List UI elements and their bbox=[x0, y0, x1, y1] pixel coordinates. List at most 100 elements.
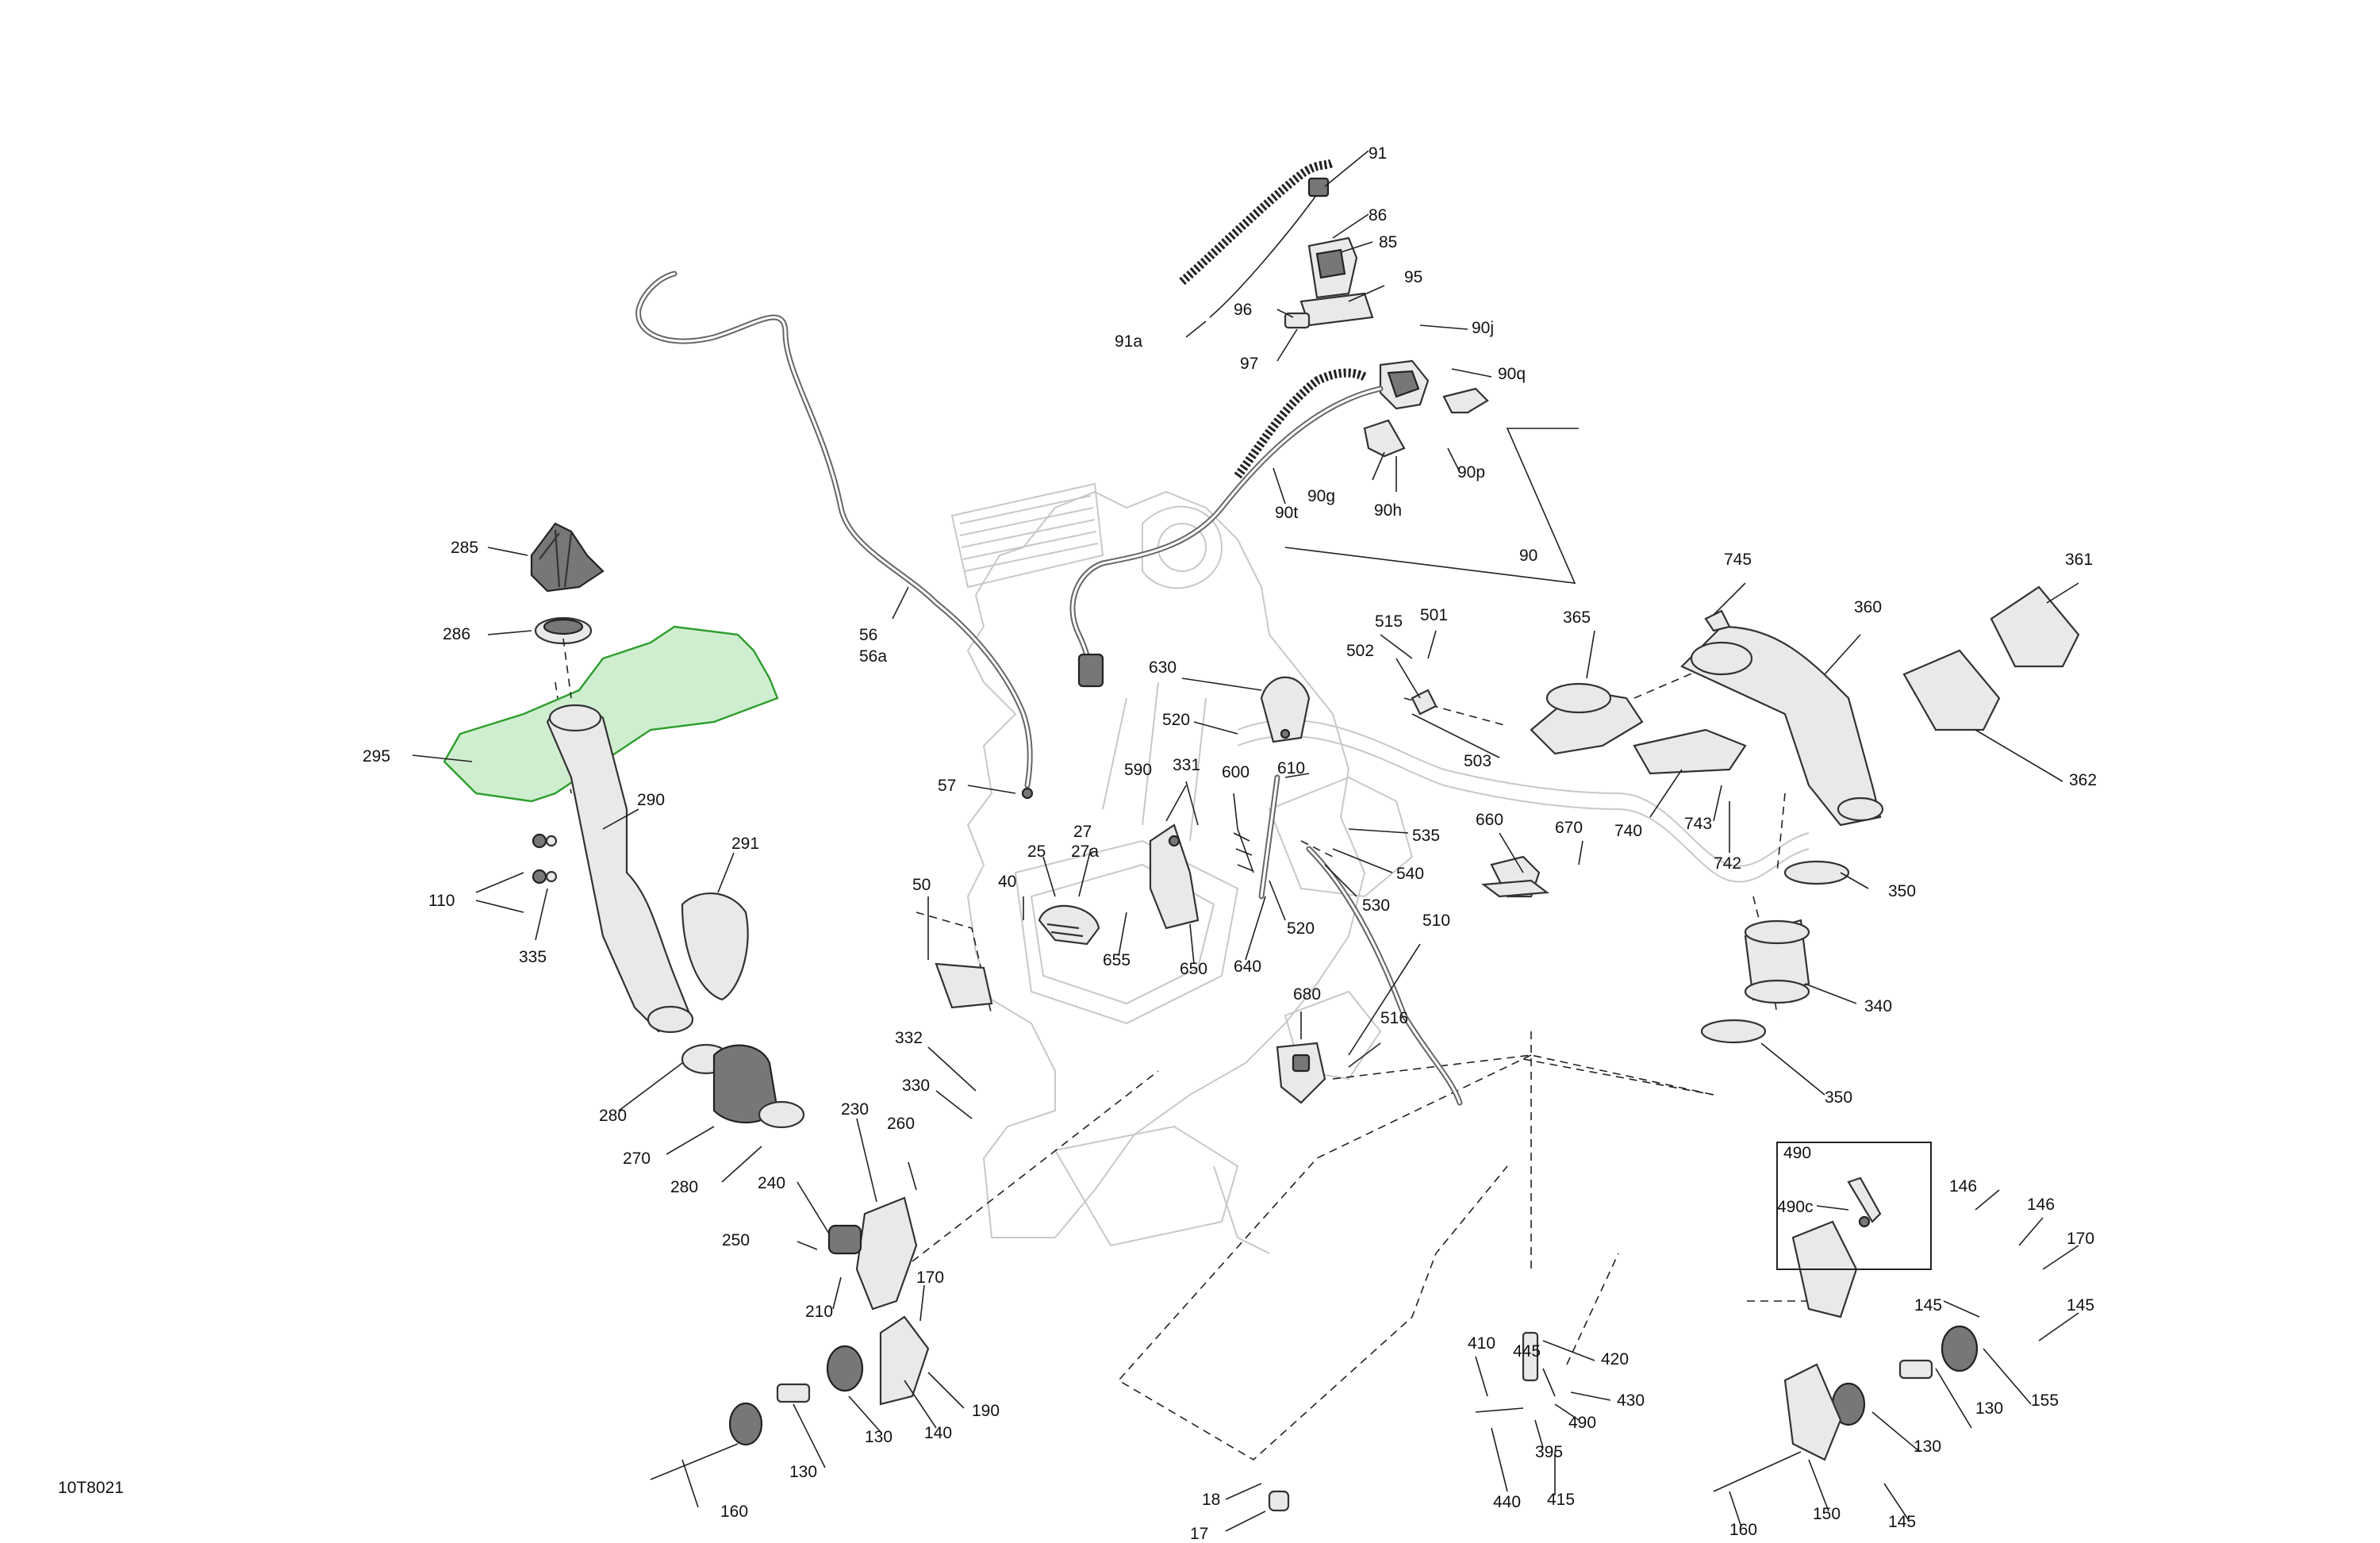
label-330: 330 bbox=[902, 1077, 930, 1095]
label-280a: 280 bbox=[599, 1107, 627, 1125]
label-85: 85 bbox=[1379, 233, 1397, 251]
label-660: 660 bbox=[1476, 811, 1503, 829]
label-335: 335 bbox=[519, 948, 547, 966]
label-610: 610 bbox=[1277, 759, 1305, 777]
label-146b: 146 bbox=[2027, 1196, 2055, 1214]
label-365: 365 bbox=[1563, 608, 1591, 627]
label-27: 27 bbox=[1073, 823, 1092, 841]
label-96: 96 bbox=[1234, 301, 1252, 319]
label-640: 640 bbox=[1234, 958, 1261, 976]
label-655: 655 bbox=[1103, 951, 1130, 969]
label-331: 331 bbox=[1173, 756, 1200, 774]
label-600: 600 bbox=[1222, 763, 1250, 781]
label-350a: 350 bbox=[1888, 882, 1916, 900]
label-86: 86 bbox=[1368, 206, 1387, 225]
label-90g: 90g bbox=[1307, 487, 1335, 505]
diagram-code: 10T8021 bbox=[58, 1479, 124, 1497]
label-630: 630 bbox=[1149, 658, 1177, 677]
label-295: 295 bbox=[363, 747, 390, 766]
label-130a: 130 bbox=[865, 1428, 892, 1446]
label-56a: 56a bbox=[859, 647, 887, 666]
label-361: 361 bbox=[2065, 551, 2093, 569]
label-743: 743 bbox=[1684, 815, 1712, 833]
label-130c: 130 bbox=[1975, 1399, 2003, 1418]
label-535: 535 bbox=[1412, 827, 1440, 845]
label-90p: 90p bbox=[1457, 463, 1485, 482]
label-140: 140 bbox=[924, 1424, 952, 1442]
air-intake-left bbox=[443, 522, 805, 1129]
label-515: 515 bbox=[1375, 612, 1403, 631]
label-745: 745 bbox=[1724, 551, 1752, 569]
engine-mounts bbox=[650, 1196, 1979, 1512]
label-56: 56 bbox=[859, 626, 877, 644]
label-91a: 91a bbox=[1115, 332, 1142, 351]
label-91: 91 bbox=[1368, 144, 1387, 163]
label-18: 18 bbox=[1202, 1491, 1220, 1509]
label-210: 210 bbox=[805, 1303, 833, 1321]
label-680: 680 bbox=[1293, 985, 1321, 1004]
leader-lines bbox=[412, 150, 2079, 1532]
label-395: 395 bbox=[1535, 1443, 1563, 1461]
label-503: 503 bbox=[1464, 752, 1491, 770]
label-95: 95 bbox=[1404, 268, 1422, 286]
label-170a: 170 bbox=[916, 1269, 944, 1287]
label-260: 260 bbox=[887, 1115, 915, 1133]
label-150: 150 bbox=[1813, 1505, 1841, 1523]
label-590: 590 bbox=[1124, 761, 1152, 779]
label-280b: 280 bbox=[670, 1178, 698, 1196]
label-290: 290 bbox=[637, 791, 665, 809]
label-415: 415 bbox=[1547, 1491, 1575, 1509]
label-520a: 520 bbox=[1162, 711, 1190, 729]
label-670: 670 bbox=[1555, 819, 1583, 837]
label-742: 742 bbox=[1714, 854, 1741, 873]
label-230: 230 bbox=[841, 1100, 869, 1119]
label-130b: 130 bbox=[789, 1463, 817, 1481]
label-145a: 145 bbox=[1914, 1296, 1942, 1315]
label-160b: 160 bbox=[1729, 1521, 1757, 1539]
label-27a: 27a bbox=[1071, 843, 1099, 861]
part-labels: 91 86 85 95 96 91a 97 90j 90q 90p 90g 90… bbox=[58, 144, 2097, 1543]
label-360: 360 bbox=[1854, 598, 1882, 616]
label-190: 190 bbox=[972, 1402, 1000, 1420]
label-332: 332 bbox=[895, 1029, 923, 1047]
label-160a: 160 bbox=[720, 1503, 748, 1521]
label-145c: 145 bbox=[1888, 1513, 1916, 1531]
label-445: 445 bbox=[1513, 1342, 1541, 1361]
label-145b: 145 bbox=[2067, 1296, 2094, 1315]
air-duct-right bbox=[1530, 585, 2080, 1044]
label-510: 510 bbox=[1422, 912, 1450, 930]
label-240: 240 bbox=[758, 1174, 785, 1192]
label-291: 291 bbox=[731, 835, 759, 853]
label-285: 285 bbox=[451, 539, 478, 557]
label-740: 740 bbox=[1614, 822, 1642, 840]
label-90j: 90j bbox=[1472, 319, 1494, 337]
fuel-line bbox=[635, 271, 1034, 800]
label-17: 17 bbox=[1190, 1525, 1208, 1543]
label-250: 250 bbox=[722, 1231, 750, 1249]
detail-inset-490 bbox=[1776, 1142, 1932, 1270]
label-90q: 90q bbox=[1498, 365, 1526, 383]
label-530: 530 bbox=[1362, 896, 1390, 915]
label-430: 430 bbox=[1617, 1391, 1645, 1410]
label-130d: 130 bbox=[1914, 1437, 1941, 1456]
label-340: 340 bbox=[1864, 997, 1892, 1015]
label-270: 270 bbox=[623, 1150, 651, 1168]
label-650: 650 bbox=[1180, 960, 1207, 978]
engine-ghost-outline bbox=[950, 482, 1810, 1254]
label-170b: 170 bbox=[2067, 1230, 2094, 1248]
label-50: 50 bbox=[912, 876, 931, 894]
label-90t: 90t bbox=[1275, 504, 1298, 522]
label-57: 57 bbox=[938, 777, 956, 795]
label-410: 410 bbox=[1468, 1334, 1495, 1353]
label-420: 420 bbox=[1601, 1350, 1629, 1368]
label-110: 110 bbox=[428, 892, 455, 910]
label-146a: 146 bbox=[1949, 1177, 1977, 1196]
wire-harness-assembly bbox=[1069, 158, 1579, 688]
label-490: 490 bbox=[1568, 1414, 1596, 1432]
label-362: 362 bbox=[2069, 771, 2097, 789]
label-440: 440 bbox=[1493, 1493, 1521, 1511]
label-155: 155 bbox=[2031, 1391, 2059, 1410]
label-540: 540 bbox=[1396, 865, 1424, 883]
label-25: 25 bbox=[1027, 843, 1046, 861]
